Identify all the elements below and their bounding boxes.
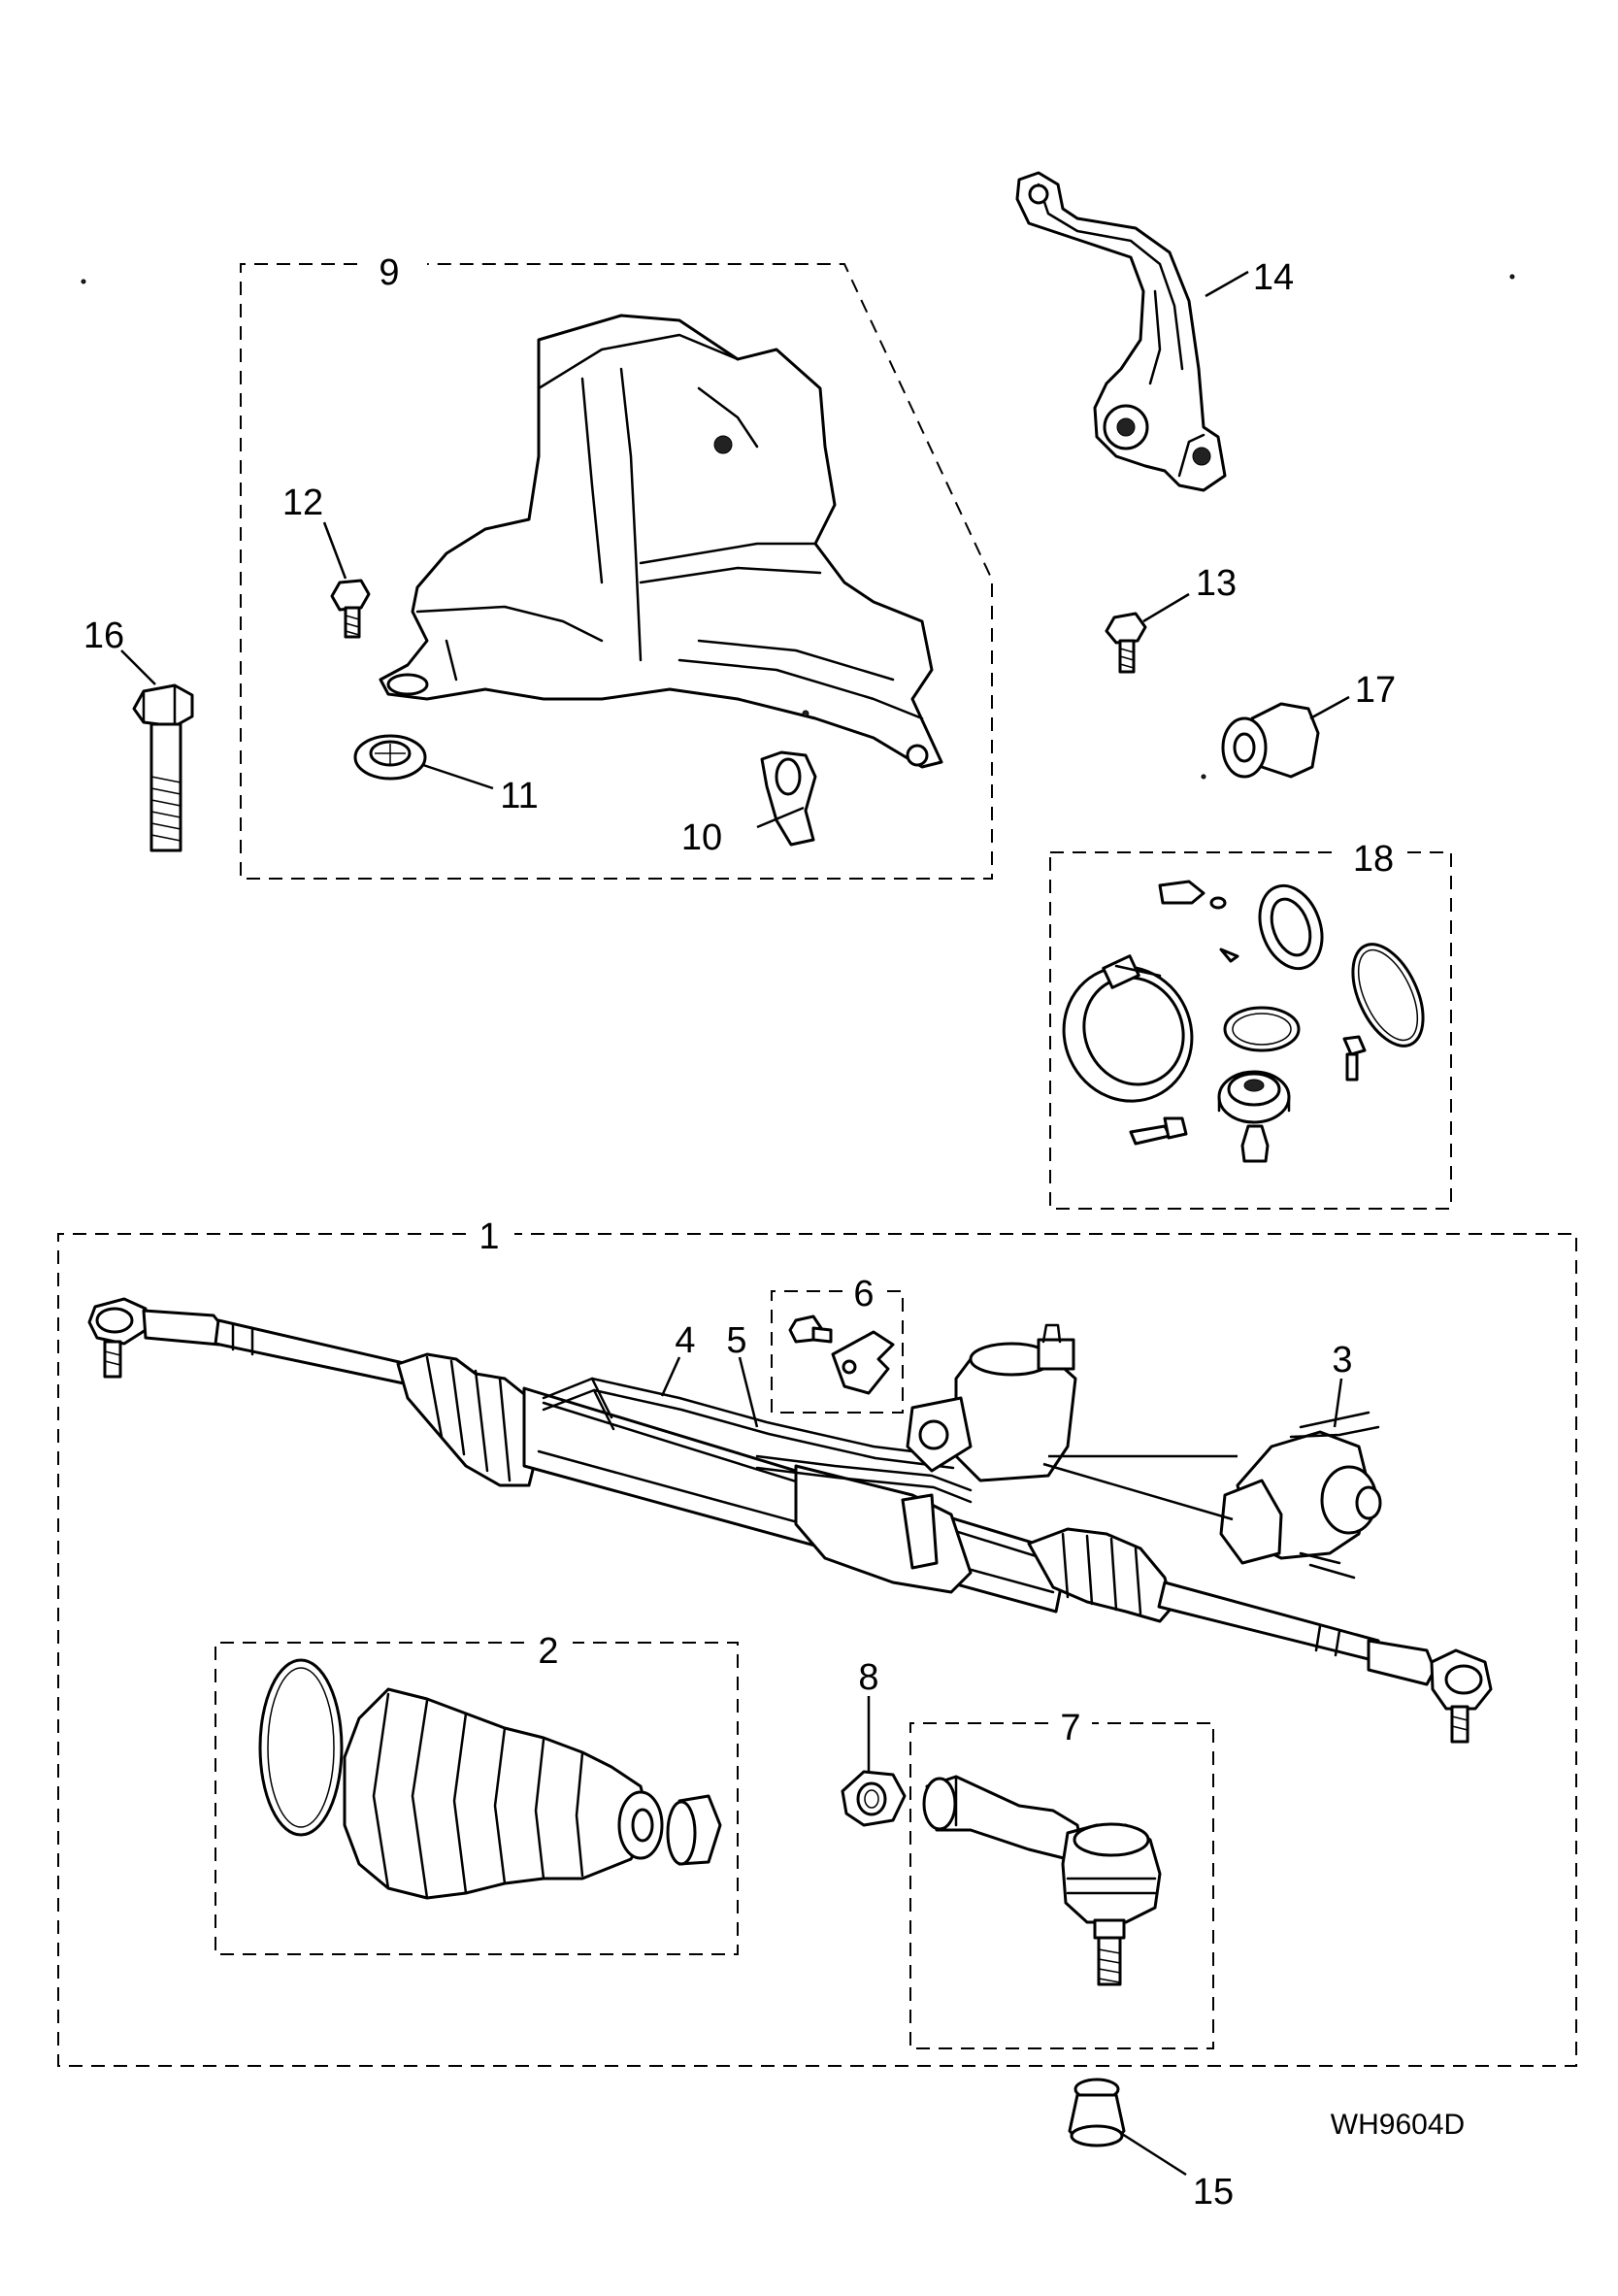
callout-15: 15 <box>1193 2172 1234 2213</box>
leader-16 <box>120 649 156 685</box>
callout-7: 7 <box>1060 1708 1080 1748</box>
callout-17: 17 <box>1355 670 1396 711</box>
callout-9: 9 <box>379 252 399 293</box>
bolt-part-16 <box>132 683 194 852</box>
callout-14: 14 <box>1253 257 1294 298</box>
tie-rod-end-part-7 <box>922 1775 1162 1986</box>
callout-11: 11 <box>500 776 538 816</box>
seal-kit-parts-18 <box>1062 880 1425 1163</box>
callout-2: 2 <box>538 1631 558 1672</box>
callout-18: 18 <box>1353 839 1394 880</box>
registration-mark <box>1509 274 1515 280</box>
callout-12: 12 <box>282 482 323 523</box>
group-box-18: 18 <box>1049 835 1452 1210</box>
callout-8: 8 <box>858 1657 878 1698</box>
leader-17 <box>1309 695 1350 720</box>
leader-11 <box>422 763 494 790</box>
callout-10: 10 <box>681 817 722 858</box>
group-box-2: 2 <box>215 1631 739 1955</box>
group-box-6: 6 <box>771 1274 904 1414</box>
nut-part-8 <box>841 1770 907 1827</box>
callout-16: 16 <box>83 616 124 656</box>
callout-13: 13 <box>1196 563 1237 604</box>
heat-shield-part-9 <box>379 314 943 769</box>
boot-kit-part-2 <box>258 1658 722 1900</box>
callout-5: 5 <box>726 1320 746 1361</box>
group-box-9: 9 <box>240 248 993 880</box>
leader-12 <box>322 521 347 580</box>
callout-6: 6 <box>853 1274 874 1314</box>
group-box-1: 1 <box>57 1216 1577 2067</box>
clip-part-10 <box>760 750 817 847</box>
callout-4: 4 <box>675 1320 695 1361</box>
leader-3 <box>1333 1378 1343 1428</box>
leader-4 <box>660 1356 681 1397</box>
bracket-part-14 <box>1015 171 1227 492</box>
leader-10 <box>756 806 805 829</box>
callout-1: 1 <box>479 1216 499 1257</box>
grommet-part-11 <box>353 734 427 781</box>
registration-mark <box>81 279 86 284</box>
valve-part-3 <box>1219 1411 1382 1580</box>
bolt-part-12 <box>330 579 371 639</box>
callout-3: 3 <box>1332 1340 1352 1381</box>
nut-part-15 <box>1068 2078 1126 2147</box>
drawing-code: WH9604D <box>1331 2109 1465 2141</box>
steering-rack-assembly <box>87 1297 1493 1744</box>
leader-13 <box>1142 592 1190 623</box>
leader-15 <box>1121 2132 1187 2177</box>
bolt-part-13 <box>1105 612 1147 674</box>
leader-3-b <box>1042 1462 1234 1521</box>
leader-5 <box>738 1356 759 1428</box>
leader-14 <box>1205 270 1249 298</box>
plate-part-6 <box>788 1314 895 1395</box>
group-box-7: 7 <box>909 1708 1214 2049</box>
bush-part-17 <box>1201 702 1320 780</box>
